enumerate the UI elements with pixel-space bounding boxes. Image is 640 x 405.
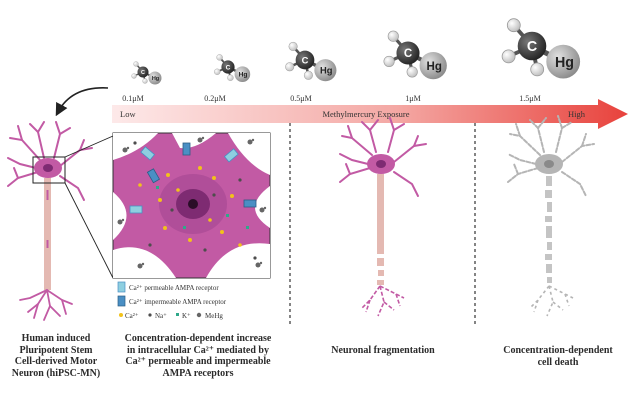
carbon-label: C [527, 39, 537, 55]
methylmercury-molecule-icon: C Hg [383, 30, 447, 80]
high-label: High [568, 109, 586, 119]
sodium-ion-icon [148, 313, 152, 317]
legend-mehg: MeHg [205, 312, 223, 320]
caption-hipsc-mn: Human induced Pluripotent Stem Cell-deri… [11, 333, 101, 379]
methylmercury-molecule-icon: C Hg [501, 18, 581, 79]
impermeable-receptor-icon [117, 295, 126, 307]
mercury-label: Hg [152, 76, 159, 82]
legend-calcium: Ca²⁺ [125, 312, 139, 320]
molecule-0.2: C Hg [214, 54, 251, 82]
caption-fragmentation: Neuronal fragmentation [331, 345, 435, 356]
methylmercury-molecule-icon: C Hg [131, 61, 162, 85]
legend: Ca²⁺ permeable AMPA receptor Ca²⁺ imperm… [117, 281, 227, 320]
zoom-box [32, 156, 66, 184]
legend-impermeable: Ca²⁺ impermeable AMPA receptor [129, 298, 227, 306]
ampa-receptor-icon [129, 142, 257, 214]
concentration-label: 1.5μM [519, 94, 540, 103]
dead-neuron-illustration [507, 115, 595, 317]
legend-sodium: Na⁺ [155, 312, 167, 320]
methylmercury-molecule-icon: C Hg [285, 41, 337, 82]
legend-potassium: K⁺ [182, 312, 191, 320]
methylmercury-molecule-icon: C Hg [214, 54, 251, 82]
curved-arrow-icon [55, 87, 109, 117]
molecule-0.5: C Hg [285, 41, 337, 82]
carbon-label: C [404, 48, 413, 60]
low-label: Low [120, 109, 136, 119]
caption-calcium-increase: Concentration-dependent increase in intr… [124, 333, 272, 379]
molecule-1.5: C Hg [501, 18, 581, 79]
sodium-ions [133, 141, 257, 260]
fragmented-neuron-illustration [339, 117, 427, 317]
mehg-particles [117, 136, 267, 269]
carbon-label: C [226, 64, 231, 71]
mercury-label: Hg [427, 61, 442, 73]
mehg-icon [196, 312, 202, 318]
calcium-ion-icon [119, 313, 123, 317]
mercury-label: Hg [320, 66, 333, 76]
concentration-label: 0.5μM [290, 94, 311, 103]
mercury-label: Hg [239, 72, 248, 79]
concentration-label: 0.2μM [204, 94, 225, 103]
carbon-label: C [141, 70, 145, 76]
potassium-ion-icon [176, 313, 179, 316]
mercury-label: Hg [555, 55, 574, 71]
exposure-title: Methylmercury Exposure [322, 109, 409, 119]
exposure-arrow: Low Methylmercury Exposure High [112, 99, 628, 129]
potassium-ions [156, 186, 249, 229]
concentration-label: 0.1μM [122, 94, 143, 103]
carbon-label: C [302, 55, 309, 65]
concentration-label: 1μM [405, 94, 420, 103]
calcium-ions [138, 166, 242, 247]
zoomed-soma-panel [112, 132, 271, 279]
molecule-1: C Hg [383, 30, 447, 80]
motor-neuron-illustration [7, 121, 114, 321]
legend-permeable: Ca²⁺ permeable AMPA receptor [129, 284, 219, 292]
caption-cell-death: Concentration-dependent cell death [503, 345, 613, 368]
molecule-0.1: C Hg [131, 61, 162, 85]
permeable-receptor-icon [117, 281, 126, 293]
